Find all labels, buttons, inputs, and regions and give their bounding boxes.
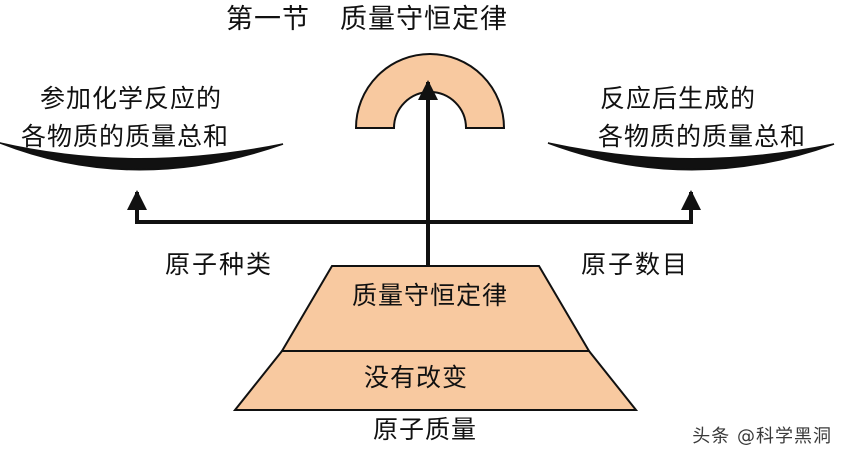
atom-count-label: 原子数目 [581, 250, 690, 279]
page-title: 第一节质量守恒定律 [226, 6, 508, 33]
right-pan-label-line2: 各物质的质量总和 [598, 122, 807, 151]
left-pan [0, 142, 284, 171]
balance-beam-arrows [127, 190, 701, 224]
atom-mass-label: 原子质量 [373, 415, 478, 444]
pyramid-top-label: 质量守恒定律 [352, 281, 509, 310]
right-pan [547, 142, 835, 171]
watermark: 头条 @科学黑洞 [692, 426, 832, 447]
right-pan-label-line1: 反应后生成的 [600, 84, 757, 113]
title-chapter: 第一节 [226, 4, 310, 35]
pyramid-bottom-tier [232, 350, 639, 411]
left-pan-label-line1: 参加化学反应的 [40, 84, 223, 113]
atom-species-label: 原子种类 [165, 250, 274, 279]
left-pan-label-line2: 各物质的质量总和 [21, 122, 230, 151]
pyramid-bottom-label: 没有改变 [364, 363, 469, 392]
title-topic: 质量守恒定律 [340, 4, 508, 35]
